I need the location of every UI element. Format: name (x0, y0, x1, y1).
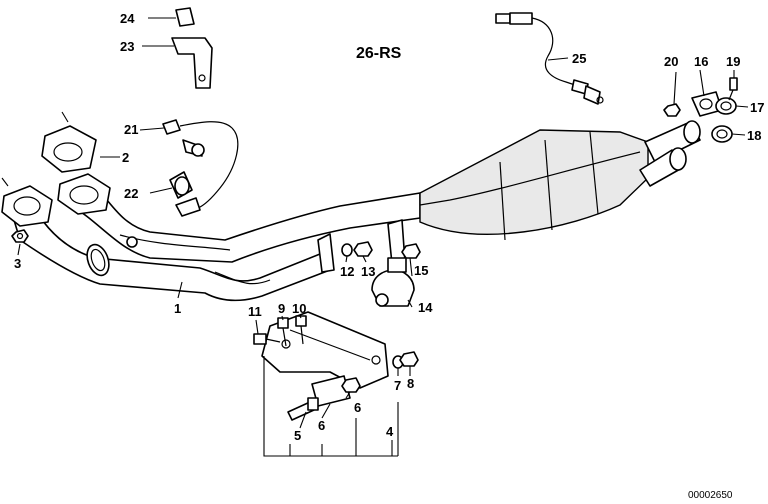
callout-18: 18 (747, 128, 761, 143)
bolt-part-19 (728, 77, 738, 101)
callout-15: 15 (414, 263, 428, 278)
callout-3: 3 (14, 256, 21, 271)
callout-17: 17 (750, 100, 764, 115)
callout-9: 9 (278, 301, 285, 316)
nut-part-15 (401, 243, 421, 259)
nut-part-6-lower (341, 377, 361, 393)
bolt-part-10 (295, 315, 307, 345)
callout-24: 24 (120, 11, 135, 26)
callout-2: 2 (122, 150, 129, 165)
callout-12: 12 (340, 264, 354, 279)
hanger-bracket (317, 219, 406, 273)
bolt-part-5 (287, 397, 319, 421)
clip-part-24 (175, 7, 195, 27)
nut-part-8 (399, 351, 419, 367)
nut-part-13 (353, 241, 373, 257)
callout-23: 23 (120, 39, 134, 54)
leader-lines (17, 17, 749, 457)
callout-numbers: 1 2 3 4 5 6 6 7 8 9 10 11 12 13 14 15 16… (14, 11, 764, 443)
washer-part-12 (341, 243, 353, 257)
diagram-title: 26-RS (356, 45, 402, 62)
nut-part-20 (663, 103, 681, 117)
callout-22: 22 (124, 186, 138, 201)
callout-1: 1 (174, 301, 181, 316)
flange-gasket-part-2 (1, 111, 111, 227)
gasket-part-17 (715, 97, 737, 115)
gasket-part-18 (711, 125, 733, 143)
callout-4: 4 (386, 424, 394, 439)
callout-10: 10 (292, 301, 306, 316)
drawing-number: 00002650 (688, 490, 733, 501)
sensor-bracket-part-22 (126, 171, 201, 248)
callout-7: 7 (394, 378, 401, 393)
callout-14: 14 (418, 300, 433, 315)
bracket-part-4 (261, 311, 389, 389)
callout-25: 25 (572, 51, 586, 66)
bolt-part-11 (253, 333, 281, 345)
callout-20: 20 (664, 54, 678, 69)
callout-8: 8 (407, 376, 414, 391)
callout-11: 11 (248, 304, 262, 319)
nut-part-3 (11, 229, 29, 243)
bracket-part-23 (171, 37, 213, 89)
catalytic-converter (419, 120, 701, 241)
callout-13: 13 (361, 264, 375, 279)
callout-19: 19 (726, 54, 740, 69)
oxygen-sensor-part-21 (162, 119, 239, 209)
callout-6b: 6 (354, 400, 361, 415)
callout-6a: 6 (318, 418, 325, 433)
callout-5: 5 (294, 428, 301, 443)
rubber-mount-part-14 (371, 257, 415, 307)
oxygen-sensor-part-25 (495, 12, 604, 105)
callout-21: 21 (124, 122, 138, 137)
callout-16: 16 (694, 54, 708, 69)
